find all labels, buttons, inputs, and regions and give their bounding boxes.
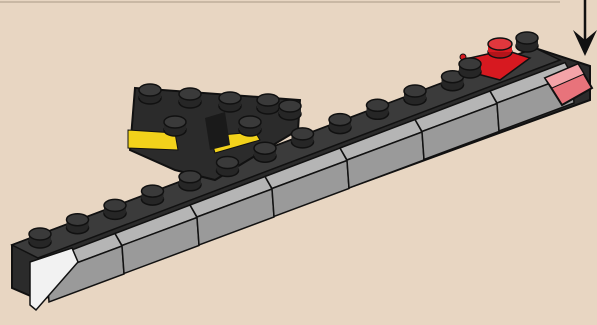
- stud-icon: [292, 128, 314, 148]
- stud-icon: [329, 114, 351, 134]
- stud-icon: [219, 92, 241, 112]
- stud-icon: [179, 88, 201, 108]
- stud-icon: [459, 58, 481, 78]
- stud-icon: [217, 157, 239, 177]
- stud-icon: [404, 85, 426, 105]
- stud-icon: [279, 100, 301, 120]
- stud-icon: [67, 214, 89, 234]
- stud-icon: [516, 32, 538, 52]
- stud-icon: [257, 94, 279, 114]
- stud-icon: [139, 84, 161, 104]
- slope-row: [40, 63, 574, 303]
- stud-icon: [239, 116, 261, 136]
- down-arrow-icon: [573, 0, 597, 56]
- stud-icon: [104, 199, 126, 219]
- stud-icon: [142, 185, 164, 205]
- stud-icon: [367, 99, 389, 119]
- stud-icon: [179, 171, 201, 191]
- stud-icon: [29, 228, 51, 248]
- stud-icon: [164, 116, 186, 136]
- stud-icon: [254, 142, 276, 162]
